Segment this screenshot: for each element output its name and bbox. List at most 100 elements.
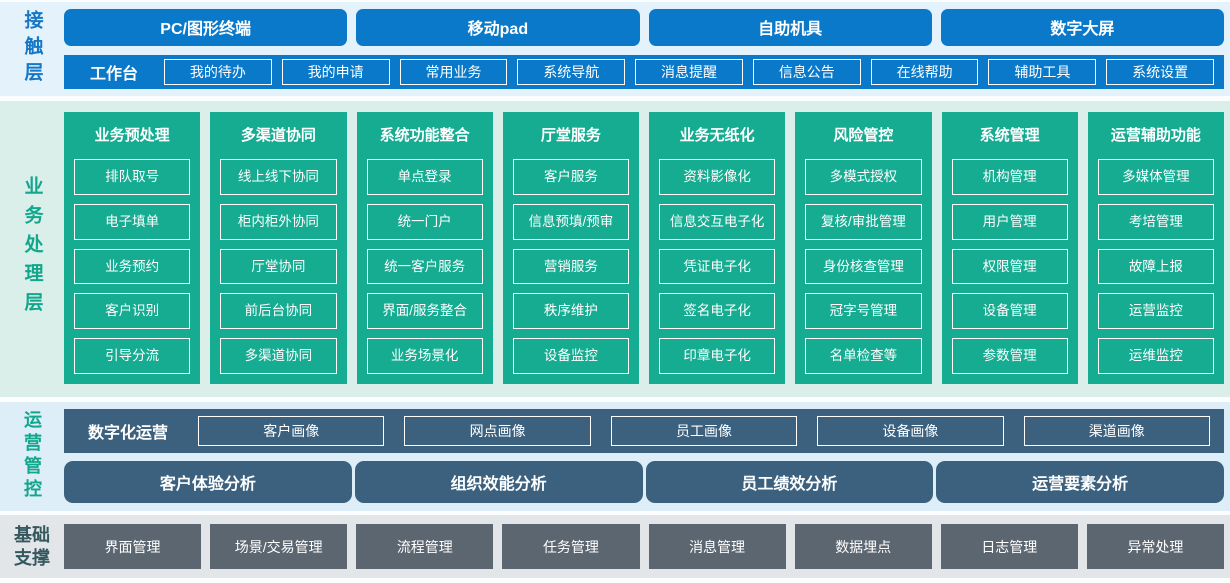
portrait-branch: 网点画像 (404, 416, 591, 447)
workbench-item-my-todo: 我的待办 (164, 58, 272, 85)
biz-item: 印章电子化 (659, 337, 776, 374)
column-multichannel-collaboration: 多渠道协同 线上线下协同 柜内柜外协同 厅堂协同 前后台协同 多渠道协同 (210, 111, 347, 384)
workbench-item-message-alerts: 消息提醒 (635, 58, 743, 85)
biz-item: 多渠道协同 (220, 337, 337, 374)
biz-item: 多媒体管理 (1097, 159, 1214, 195)
biz-item: 凭证电子化 (659, 248, 776, 285)
foundation-item-scene-transaction-management: 场景/交易管理 (210, 524, 348, 570)
workbench-item-common-business: 常用业务 (399, 58, 508, 85)
biz-item: 机构管理 (951, 159, 1068, 195)
analysis-employee-performance: 员工绩效分析 (645, 461, 934, 504)
biz-item: 业务场景化 (366, 337, 483, 374)
operations-layer-label-col: 运营管控 (0, 402, 64, 512)
biz-item: 用户管理 (951, 203, 1068, 240)
terminal-row: PC/图形终端 移动pad 自助机具 数字大屏 (64, 8, 1224, 46)
contact-layer-band: 接触层 PC/图形终端 移动pad 自助机具 数字大屏 工作台 我的待办 我的申… (0, 2, 1230, 96)
analysis-organization-efficiency: 组织效能分析 (354, 461, 643, 504)
workbench-item-online-help: 在线帮助 (870, 58, 979, 85)
workbench-item-info-bulletin: 信息公告 (752, 58, 861, 85)
foundation-item-interface-management: 界面管理 (64, 524, 202, 570)
analysis-row: 客户体验分析 组织效能分析 员工绩效分析 运营要素分析 (64, 461, 1224, 504)
workbench-bar: 工作台 我的待办 我的申请 常用业务 系统导航 消息提醒 信息公告 在线帮助 辅… (64, 54, 1224, 89)
biz-item: 故障上报 (1097, 248, 1214, 285)
column-title: 系统功能整合 (379, 126, 470, 144)
column-title: 多渠道协同 (240, 126, 316, 144)
biz-item: 客户识别 (74, 293, 191, 329)
digital-operations-label: 数字化运营 (88, 425, 169, 443)
foundation-item-log-management: 日志管理 (940, 524, 1078, 570)
biz-item: 权限管理 (951, 248, 1068, 285)
biz-item: 参数管理 (951, 337, 1068, 374)
biz-item: 营销服务 (512, 248, 629, 285)
biz-item: 排队取号 (74, 159, 191, 195)
column-title: 业务无纸化 (679, 126, 755, 144)
column-title: 厅堂服务 (540, 126, 601, 144)
workbench-item-system-settings: 系统设置 (1106, 58, 1215, 85)
business-layer-band: 业务处理层 业务预处理 排队取号 电子填单 业务预约 客户识别 引导分流 多渠道… (0, 100, 1230, 397)
operations-layer-label: 运营管控 (22, 410, 42, 503)
analysis-customer-experience: 客户体验分析 (64, 461, 352, 504)
workbench-item-auxiliary-tools: 辅助工具 (988, 58, 1097, 85)
biz-item: 信息预填/预审 (512, 203, 629, 240)
foundation-item-process-management: 流程管理 (356, 524, 494, 570)
biz-item: 柜内柜外协同 (220, 203, 337, 240)
biz-item: 复核/审批管理 (805, 203, 922, 240)
biz-item: 厅堂协同 (220, 248, 337, 285)
foundation-layer-band: 基础支撑 界面管理 场景/交易管理 流程管理 任务管理 消息管理 数据埋点 日志… (0, 515, 1230, 578)
biz-item: 统一客户服务 (366, 248, 483, 285)
column-title: 业务预处理 (94, 126, 170, 144)
biz-item: 信息交互电子化 (659, 203, 776, 240)
operations-layer-content: 数字化运营 客户画像 网点画像 员工画像 设备画像 渠道画像 客户体验分析 组织… (64, 402, 1230, 512)
portrait-employee: 员工画像 (610, 416, 798, 447)
column-system-function-integration: 系统功能整合 单点登录 统一门户 统一客户服务 界面/服务整合 业务场景化 (356, 111, 493, 384)
portrait-device: 设备画像 (817, 416, 1004, 447)
foundation-item-exception-handling: 异常处理 (1086, 524, 1224, 570)
column-title: 运营辅助功能 (1110, 126, 1201, 144)
foundation-layer-content: 界面管理 场景/交易管理 流程管理 任务管理 消息管理 数据埋点 日志管理 异常… (64, 515, 1230, 578)
biz-item: 资料影像化 (659, 159, 776, 195)
column-title: 风险管控 (833, 126, 894, 144)
column-business-preprocessing: 业务预处理 排队取号 电子填单 业务预约 客户识别 引导分流 (64, 111, 201, 384)
column-paperless-business: 业务无纸化 资料影像化 信息交互电子化 凭证电子化 签名电子化 印章电子化 (649, 111, 786, 384)
column-lobby-services: 厅堂服务 客户服务 信息预填/预审 营销服务 秩序维护 设备监控 (502, 111, 639, 384)
biz-item: 冠字号管理 (805, 293, 922, 329)
column-operations-auxiliary-functions: 运营辅助功能 多媒体管理 考培管理 故障上报 运营监控 运维监控 (1087, 111, 1224, 384)
terminal-pc: PC/图形终端 (64, 8, 348, 46)
biz-item: 统一门户 (366, 203, 483, 240)
digital-operations-bar: 数字化运营 客户画像 网点画像 员工画像 设备画像 渠道画像 (64, 409, 1224, 454)
biz-item: 客户服务 (512, 159, 629, 195)
biz-item: 业务预约 (74, 248, 191, 285)
business-layer-content: 业务预处理 排队取号 电子填单 业务预约 客户识别 引导分流 多渠道协同 线上线… (64, 101, 1230, 397)
column-risk-control: 风险管控 多模式授权 复核/审批管理 身份核查管理 冠字号管理 名单检查等 (795, 111, 932, 384)
analysis-operation-elements: 运营要素分析 (936, 461, 1224, 504)
biz-item: 身份核查管理 (805, 248, 922, 285)
contact-layer-label-col: 接触层 (0, 2, 64, 96)
workbench-label: 工作台 (90, 65, 139, 83)
biz-item: 运营监控 (1097, 293, 1214, 329)
biz-item: 多模式授权 (805, 159, 922, 195)
workbench-item-my-applications: 我的申请 (281, 58, 390, 85)
biz-item: 单点登录 (366, 159, 483, 195)
biz-item: 设备管理 (951, 293, 1068, 329)
foundation-layer-label-col: 基础支撑 (0, 515, 64, 578)
biz-item: 电子填单 (74, 203, 191, 240)
biz-item: 运维监控 (1097, 337, 1214, 374)
foundation-item-data-tracking: 数据埋点 (794, 524, 932, 570)
terminal-digital-screen: 数字大屏 (940, 8, 1224, 46)
foundation-item-task-management: 任务管理 (502, 524, 640, 570)
terminal-mobile-pad: 移动pad (356, 8, 640, 46)
biz-item: 签名电子化 (659, 293, 776, 329)
business-layer-label: 业务处理层 (21, 176, 43, 322)
foundation-item-message-management: 消息管理 (648, 524, 786, 570)
biz-item: 名单检查等 (805, 337, 922, 374)
biz-item: 线上线下协同 (220, 159, 337, 195)
biz-item: 设备监控 (512, 337, 629, 374)
column-system-management: 系统管理 机构管理 用户管理 权限管理 设备管理 参数管理 (941, 111, 1078, 384)
workbench-item-system-navigation: 系统导航 (517, 58, 626, 85)
portrait-customer: 客户画像 (198, 416, 385, 447)
business-layer-label-col: 业务处理层 (0, 101, 64, 397)
biz-item: 前后台协同 (220, 293, 337, 329)
biz-item: 引导分流 (74, 337, 191, 374)
foundation-layer-label: 基础支撑 (14, 525, 50, 568)
